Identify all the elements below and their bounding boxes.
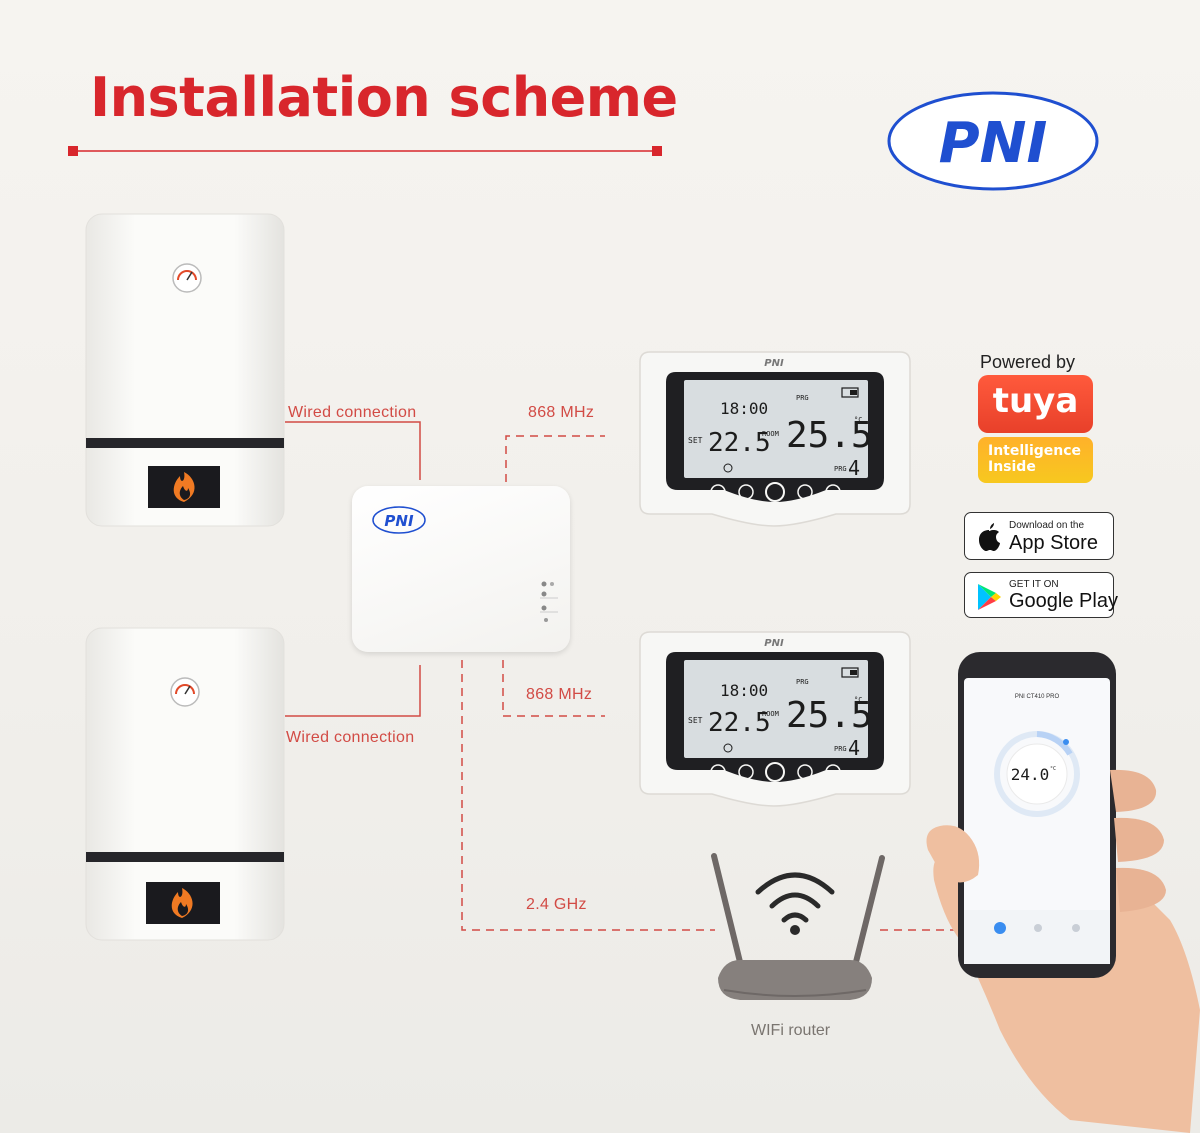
svg-text:SET: SET (688, 436, 703, 445)
antenna-right (853, 855, 885, 965)
wired-line-bottom (285, 665, 421, 717)
title-underline (68, 146, 662, 156)
svg-text:4: 4 (848, 736, 860, 760)
svg-text:4: 4 (848, 456, 860, 480)
svg-text:°C: °C (1050, 766, 1056, 772)
rf-line-top (505, 435, 605, 482)
app-store-badge[interactable]: Download on the App Store (964, 512, 1114, 560)
tuya-logo: tuya (978, 375, 1093, 433)
svg-text:SET: SET (688, 716, 703, 725)
svg-text:22.5: 22.5 (708, 708, 771, 738)
receiver-unit: PNI (352, 486, 570, 652)
hand-holding-phone: PNI CT410 PRO 24.0 °C (926, 652, 1200, 1133)
sun-icon (723, 743, 733, 753)
svg-text:°C: °C (854, 416, 862, 424)
svg-text:PRG: PRG (834, 745, 847, 753)
google-play-icon (978, 584, 1001, 610)
apple-icon (979, 523, 1000, 551)
powered-by-label: Powered by (980, 352, 1076, 372)
wifi-line-left (461, 660, 715, 931)
rf-label-bottom: 868 MHz (526, 686, 593, 703)
rf-label-top: 868 MHz (528, 404, 595, 421)
receiver-logo: PNI (372, 506, 426, 534)
pressure-gauge-icon (172, 263, 202, 293)
svg-text:24.0: 24.0 (1011, 765, 1050, 784)
svg-text:PNI: PNI (764, 638, 784, 649)
antenna-left (711, 853, 743, 965)
thermostat-bottom: PNI 18:00 PRG SET 22.5 ROOM 25.5 °C PRG … (639, 631, 911, 807)
svg-text:°C: °C (854, 696, 862, 704)
tuya-intelligence-badge: Intelligence Inside (978, 437, 1093, 483)
sun-icon (723, 463, 733, 473)
svg-text:25.5: 25.5 (786, 695, 873, 736)
svg-text:PRG: PRG (834, 465, 847, 473)
pni-logo-text: PNI (939, 111, 1048, 176)
svg-text:PNI: PNI (384, 512, 414, 530)
page-title: Installation scheme (90, 66, 678, 129)
svg-text:ROOM: ROOM (762, 430, 779, 438)
pressure-gauge-icon (170, 677, 200, 707)
wifi-router (711, 853, 885, 1000)
svg-text:PRG: PRG (796, 394, 809, 402)
phone-power-icon (994, 922, 1006, 934)
boiler-bottom (85, 627, 285, 941)
svg-text:25.5: 25.5 (786, 415, 873, 456)
boiler-top (85, 213, 285, 527)
battery-icon (841, 667, 859, 678)
wired-label-top: Wired connection (288, 404, 417, 421)
wired-label-bottom: Wired connection (286, 729, 415, 746)
rf-line-bottom (502, 660, 605, 717)
pni-logo: PNI (887, 91, 1099, 191)
thermostat-top: PNI 18:00 PRG SET 22.5 ROOM 25.5 °C PRG … (639, 351, 911, 527)
google-play-badge[interactable]: GET IT ON Google Play (964, 572, 1118, 618)
thermostat-buttons (710, 482, 841, 502)
svg-text:PRG: PRG (796, 678, 809, 686)
wifi-label: 2.4 GHz (526, 896, 587, 913)
svg-text:18:00: 18:00 (720, 681, 768, 700)
svg-text:PNI CT410 PRO: PNI CT410 PRO (1015, 694, 1060, 700)
svg-text:PNI: PNI (764, 358, 784, 369)
router-label: WIFi router (751, 1022, 831, 1039)
thermostat-buttons (710, 762, 841, 782)
svg-text:18:00: 18:00 (720, 399, 768, 418)
receiver-leds (540, 581, 558, 622)
wifi-signal-icon (755, 872, 835, 923)
svg-text:22.5: 22.5 (708, 428, 771, 458)
battery-icon (841, 387, 859, 398)
svg-text:ROOM: ROOM (762, 710, 779, 718)
wired-line-top (285, 421, 421, 480)
